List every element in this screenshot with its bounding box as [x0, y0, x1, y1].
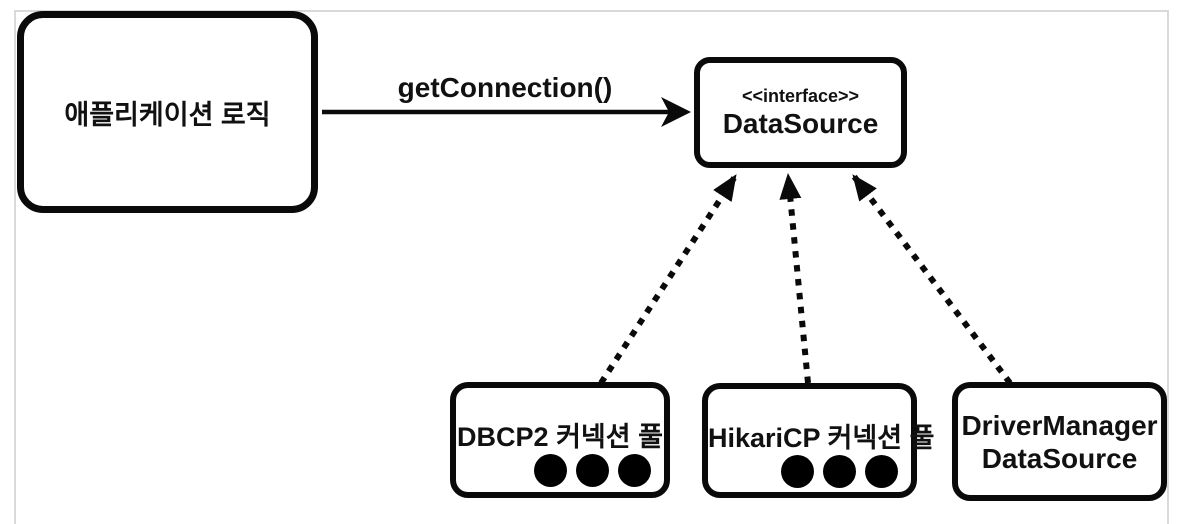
- connection-dot-icon: [618, 454, 651, 487]
- implements-arrow-drivermanager: [850, 173, 1013, 385]
- drivermanager-label-line2: DataSource: [981, 442, 1138, 474]
- connection-dot-icon: [781, 455, 814, 488]
- dbcp2-pool-dots: [456, 454, 664, 487]
- hikaricp-pool-dots: [708, 455, 911, 488]
- connection-dot-icon: [576, 454, 609, 487]
- get-connection-arrowhead-icon: [661, 97, 691, 127]
- get-connection-label: getConnection(): [397, 72, 613, 103]
- hikaricp-pool-label: HikariCP 커넥션 풀: [708, 423, 935, 453]
- implements-arrow-dbcp2: [598, 173, 739, 385]
- implements-arrow-hikaricp: [779, 173, 811, 384]
- connection-dot-icon: [534, 454, 567, 487]
- drivermanager-label-line1: DriverManager: [961, 409, 1158, 441]
- drivermanager-datasource-box: DriverManager DataSource: [952, 382, 1167, 501]
- datasource-interface-box: <<interface>> DataSource: [694, 57, 907, 168]
- connection-dot-icon: [823, 455, 856, 488]
- application-logic-box: 애플리케이션 로직: [17, 11, 318, 213]
- hikaricp-pool-box: HikariCP 커넥션 풀: [702, 383, 935, 498]
- interface-stereotype-label: <<interface>>: [741, 85, 860, 106]
- application-logic-label: 애플리케이션 로직: [64, 99, 271, 130]
- dbcp2-pool-box: DBCP2 커넥션 풀: [450, 382, 670, 498]
- datasource-interface-label: DataSource: [722, 107, 879, 139]
- connection-dot-icon: [865, 455, 898, 488]
- dbcp2-pool-label: DBCP2 커넥션 풀: [457, 422, 663, 452]
